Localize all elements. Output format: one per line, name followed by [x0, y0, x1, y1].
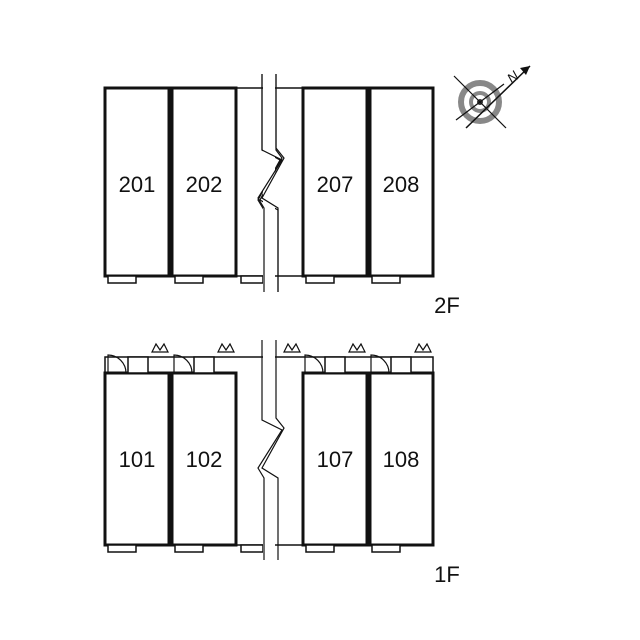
unit-label-208: 208 [383, 172, 420, 197]
balcony-208 [371, 275, 401, 284]
balcony-201 [107, 275, 137, 284]
door-swings [107, 342, 432, 374]
balcony-gap [240, 275, 264, 284]
floor-label-1f: 1F [434, 562, 460, 587]
balcony-gap-1f [240, 544, 264, 553]
floor-2f: 201 202 207 208 2F [103, 74, 460, 318]
floor-label-2f: 2F [434, 293, 460, 318]
unit-box-201 [103, 86, 171, 278]
unit-label-207: 207 [317, 172, 354, 197]
balcony-207 [305, 275, 335, 284]
floor-1f: 101 102 107 108 1F [103, 340, 460, 587]
unit-label-201: 201 [119, 172, 156, 197]
break-line-left-1f [257, 340, 283, 560]
unit-label-202: 202 [186, 172, 223, 197]
unit-box-202 [170, 86, 238, 278]
entry-recesses [127, 356, 412, 374]
unit-label-108: 108 [383, 447, 420, 472]
unit-box-208 [368, 86, 435, 278]
compass-icon: N [453, 65, 531, 129]
balcony-202 [174, 275, 204, 284]
balcony-108 [371, 544, 401, 553]
unit-box-207 [301, 86, 369, 278]
break-line-right-1f [261, 340, 285, 560]
balcony-102 [174, 544, 204, 553]
balcony-107 [305, 544, 335, 553]
unit-label-102: 102 [186, 447, 223, 472]
unit-label-107: 107 [317, 447, 354, 472]
balcony-101 [107, 544, 137, 553]
unit-label-101: 101 [119, 447, 156, 472]
